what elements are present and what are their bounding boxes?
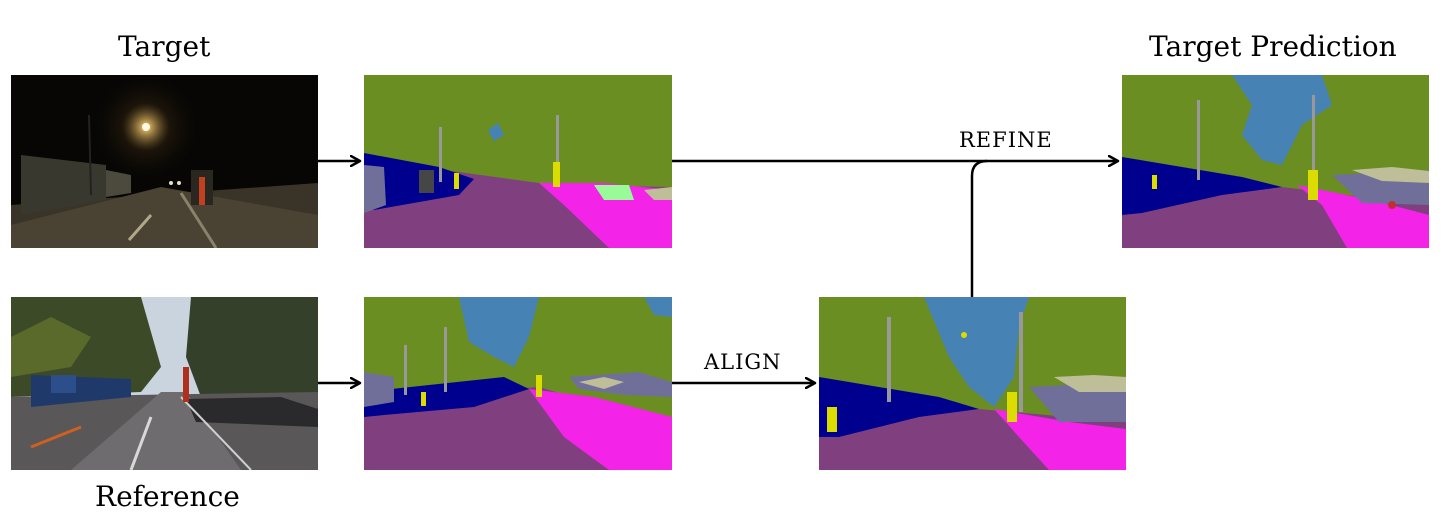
target-segmentation — [364, 75, 672, 248]
target-night-image — [11, 75, 318, 248]
reference-day-image — [11, 297, 318, 470]
target-label: Target — [118, 30, 211, 63]
aligned-segmentation — [819, 297, 1126, 470]
reference-label: Reference — [95, 480, 240, 513]
align-label: ALIGN — [704, 350, 782, 374]
arrow-aligned-to-refine — [970, 159, 988, 297]
refine-label: REFINE — [959, 128, 1053, 152]
target-prediction-segmentation — [1122, 75, 1429, 248]
reference-segmentation — [364, 297, 672, 470]
target-prediction-label: Target Prediction — [1149, 30, 1397, 63]
